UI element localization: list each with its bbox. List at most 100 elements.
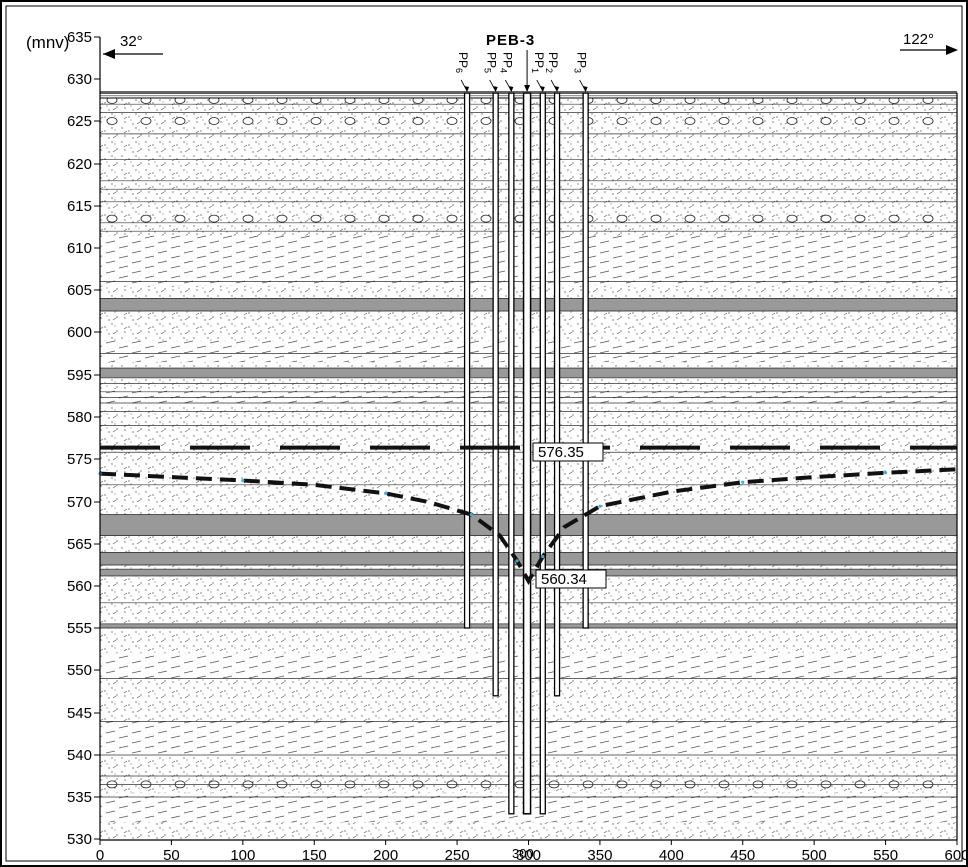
pointer-head-icon xyxy=(464,86,470,92)
piezometer-label: PP2 xyxy=(544,52,560,73)
gravel-icon xyxy=(752,214,764,223)
gravel-icon xyxy=(140,117,152,125)
curve-point xyxy=(541,555,545,559)
gravel-icon xyxy=(718,214,730,223)
x-tick-label: 500 xyxy=(802,847,827,864)
pointer-head-icon xyxy=(508,86,514,92)
gravel-icon xyxy=(378,117,390,125)
x-tick-label: 550 xyxy=(873,847,898,864)
x-tick-label: 0 xyxy=(96,847,104,864)
dynamic-level-label: 560.34 xyxy=(541,571,587,588)
y-tick-label: 540 xyxy=(67,747,92,764)
y-tick-label: 545 xyxy=(67,705,92,722)
curve-point xyxy=(241,478,245,483)
gravel-icon xyxy=(412,117,424,125)
y-tick-label: 550 xyxy=(67,662,92,679)
gravel-icon xyxy=(718,117,730,125)
right-azimuth-label: 122° xyxy=(903,31,934,48)
gravel-icon xyxy=(174,117,186,125)
y-tick-label: 610 xyxy=(67,240,92,257)
y-tick-label: 570 xyxy=(67,494,92,511)
x-tick-label: 50 xyxy=(163,847,180,864)
gravel-icon xyxy=(446,117,458,125)
y-tick-label: 565 xyxy=(67,536,92,553)
gravel-icon xyxy=(786,214,798,223)
gravel-icon xyxy=(820,214,832,223)
x-tick-label: 400 xyxy=(659,847,684,864)
piezometer-label: PP3 xyxy=(573,52,589,73)
gravel-icon xyxy=(922,117,934,125)
gravel-icon xyxy=(752,117,764,125)
y-tick-label: 595 xyxy=(67,367,92,384)
gravel-icon xyxy=(854,117,866,125)
x-tick-label: 100 xyxy=(230,847,255,864)
x-axis-extra-label: 300 xyxy=(512,846,534,861)
gravel-icon xyxy=(888,214,900,223)
drawdown-curve: 576.35 560.34 xyxy=(98,442,958,589)
gravel-icon xyxy=(616,117,628,125)
piezometer-subscript: 5 xyxy=(483,68,493,73)
curve-point xyxy=(469,513,473,517)
gravel-icon xyxy=(446,214,458,223)
y-tick-label: 630 xyxy=(67,71,92,88)
piezometer-label: PP6 xyxy=(454,52,470,73)
x-tick-label: 350 xyxy=(587,847,612,864)
curve-point xyxy=(515,559,519,563)
left-azimuth-label: 32° xyxy=(120,33,143,50)
piezometer-subscript: 4 xyxy=(498,68,508,73)
static-level-label-box xyxy=(532,442,604,462)
drawdown-curve-line xyxy=(99,467,958,586)
gravel-icon xyxy=(310,117,322,125)
gravel-icon xyxy=(684,117,696,125)
pointer-head-icon xyxy=(554,86,560,92)
gravel-icon xyxy=(276,214,288,223)
pointer-head-icon xyxy=(539,86,545,92)
axes: 6356306256206156106056005955805755705655… xyxy=(67,29,968,864)
static-level-label: 576.35 xyxy=(538,444,584,461)
x-tick-label: 150 xyxy=(302,847,327,864)
piezometer-subscript: 3 xyxy=(573,68,583,73)
left-arrow-head-icon xyxy=(103,49,115,59)
y-tick-label: 625 xyxy=(67,113,92,130)
x-tick-label: 300 xyxy=(516,847,541,864)
gravel-icon xyxy=(140,214,152,223)
piezometer-label: PP1 xyxy=(530,52,546,73)
piezometer-subscript: 1 xyxy=(530,68,540,73)
gravel-icon xyxy=(208,214,220,223)
piezometer-casing xyxy=(508,92,515,815)
curve-point xyxy=(384,491,388,495)
y-tick-label: 560 xyxy=(67,578,92,595)
dynamic-level-label-box xyxy=(535,569,607,589)
pointer-head-icon xyxy=(582,86,588,92)
piezometer-casing xyxy=(492,92,499,697)
piezometer-label: PP4 xyxy=(498,52,514,73)
gravel-icon xyxy=(106,117,118,125)
piezometer-casing xyxy=(582,92,589,629)
y-tick-label: 635 xyxy=(67,29,92,46)
gravel-icon xyxy=(786,117,798,125)
gravel-icon xyxy=(650,117,662,125)
gravel-icon xyxy=(888,117,900,125)
gravel-icon xyxy=(922,214,934,223)
gravel-icon xyxy=(344,214,356,223)
gravel-icon xyxy=(208,117,220,125)
y-tick-label: 555 xyxy=(67,620,92,637)
y-tick-label: 575 xyxy=(67,451,92,468)
curve-point xyxy=(741,480,745,484)
gravel-icon xyxy=(684,214,696,223)
y-tick-label: 580 xyxy=(67,409,92,426)
x-tick-label: 250 xyxy=(445,847,470,864)
gravel-icon xyxy=(650,214,662,223)
y-tick-label: 615 xyxy=(67,198,92,215)
gravel-icon xyxy=(242,117,254,125)
gravel-icon xyxy=(344,117,356,125)
gravel-icon xyxy=(412,214,424,223)
piezometer-label: PP5 xyxy=(483,52,499,73)
gravel-icon xyxy=(174,214,186,223)
piezometer-casing xyxy=(463,92,471,629)
well-pointer-head-icon xyxy=(524,85,531,92)
y-tick-label: 535 xyxy=(67,789,92,806)
y-tick-label: 600 xyxy=(67,324,92,341)
